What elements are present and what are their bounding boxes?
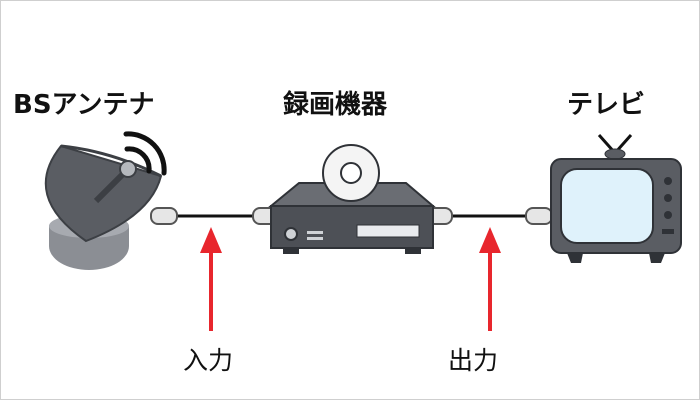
antenna-label: BSアンテナ [13,90,155,120]
satellite-dish-icon [44,131,167,270]
arrow-up-icon [479,227,501,331]
cable-output [425,207,553,225]
tv-label: テレビ [567,90,646,120]
recorder-label: 録画機器 [283,90,388,120]
disc-icon [322,144,380,202]
cable-input [150,207,280,225]
arrow-up-icon [200,227,222,331]
tv-icon [550,134,682,263]
input-label: 入力 [183,346,234,375]
output-label: 出力 [448,346,499,375]
recorder-icon [268,182,436,254]
